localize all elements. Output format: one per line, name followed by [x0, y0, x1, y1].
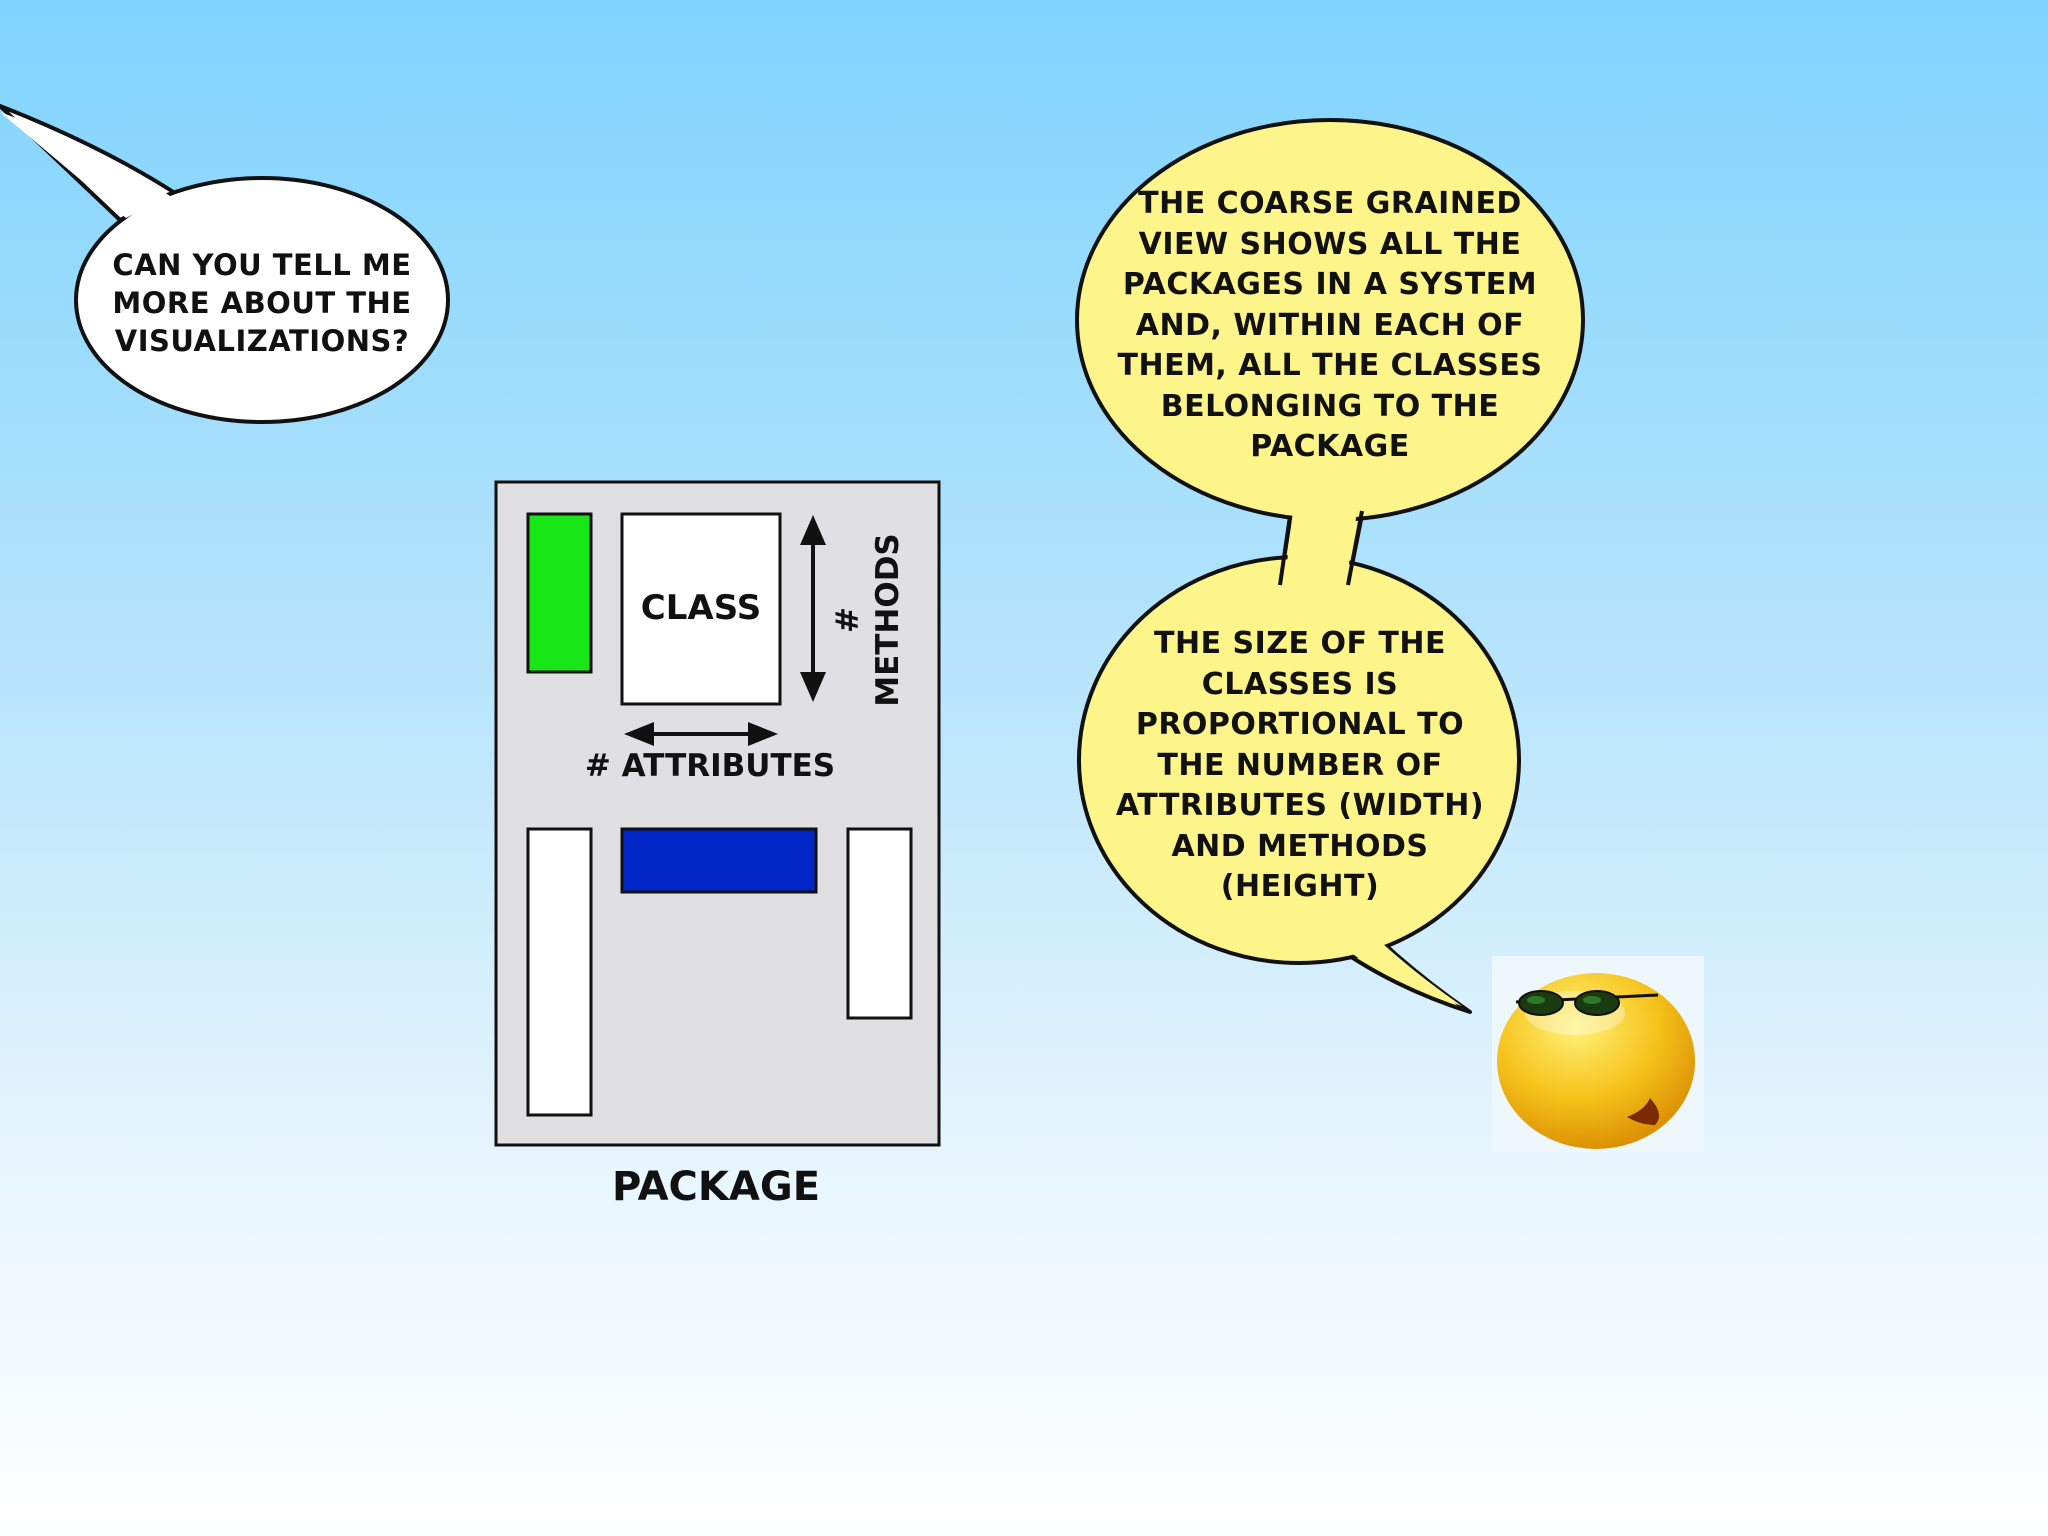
answer-top-line: The coarse grained: [1138, 186, 1522, 221]
answer-bottom-line: (height): [1220, 869, 1380, 904]
answer-bottom-text: The size of the classes is proportional …: [1100, 624, 1500, 908]
answer-bottom-line: classes is: [1201, 666, 1399, 702]
answer-top-line: them, all the classes: [1117, 348, 1543, 383]
answer-bottom-line: proportional to: [1135, 707, 1465, 742]
attributes-arrow: [624, 722, 778, 746]
answer-top-line: and, within each of: [1135, 307, 1525, 343]
package-diagram: [494, 480, 941, 1147]
tall-class-box: [526, 827, 593, 1117]
class-label: Class: [640, 588, 762, 628]
answer-bottom-line: The size of the: [1154, 626, 1446, 661]
class-box: [620, 512, 782, 706]
question-line: more about the: [112, 286, 412, 320]
question-line: visualizations?: [114, 324, 410, 358]
answer-bottom-line: attributes (width): [1115, 788, 1485, 823]
answer-top-text: The coarse grained view shows all the pa…: [1100, 184, 1560, 468]
question-line: Can you tell me: [112, 248, 412, 282]
green-class-box: [526, 512, 593, 674]
cool-smiley-icon: [1492, 956, 1704, 1152]
question-bubble: [0, 104, 450, 424]
right-class-box: [846, 827, 913, 1020]
answer-top-line: view shows all the: [1138, 226, 1522, 262]
answer-top-line: belonging to the: [1160, 388, 1500, 424]
methods-label: # Methods: [830, 533, 906, 707]
answer-bubbles: [1075, 118, 1585, 1014]
question-text: Can you tell me more about the visualiza…: [92, 246, 432, 360]
methods-arrow: [800, 515, 826, 702]
attributes-label: # Attributes: [584, 748, 836, 784]
answer-top-line: packages in a system: [1122, 267, 1538, 302]
blue-class-box: [620, 827, 818, 894]
package-label: Package: [611, 1164, 821, 1210]
answer-top-line: package: [1250, 429, 1410, 464]
answer-bottom-line: and methods: [1171, 828, 1429, 864]
answer-bottom-line: the number of: [1157, 747, 1443, 783]
